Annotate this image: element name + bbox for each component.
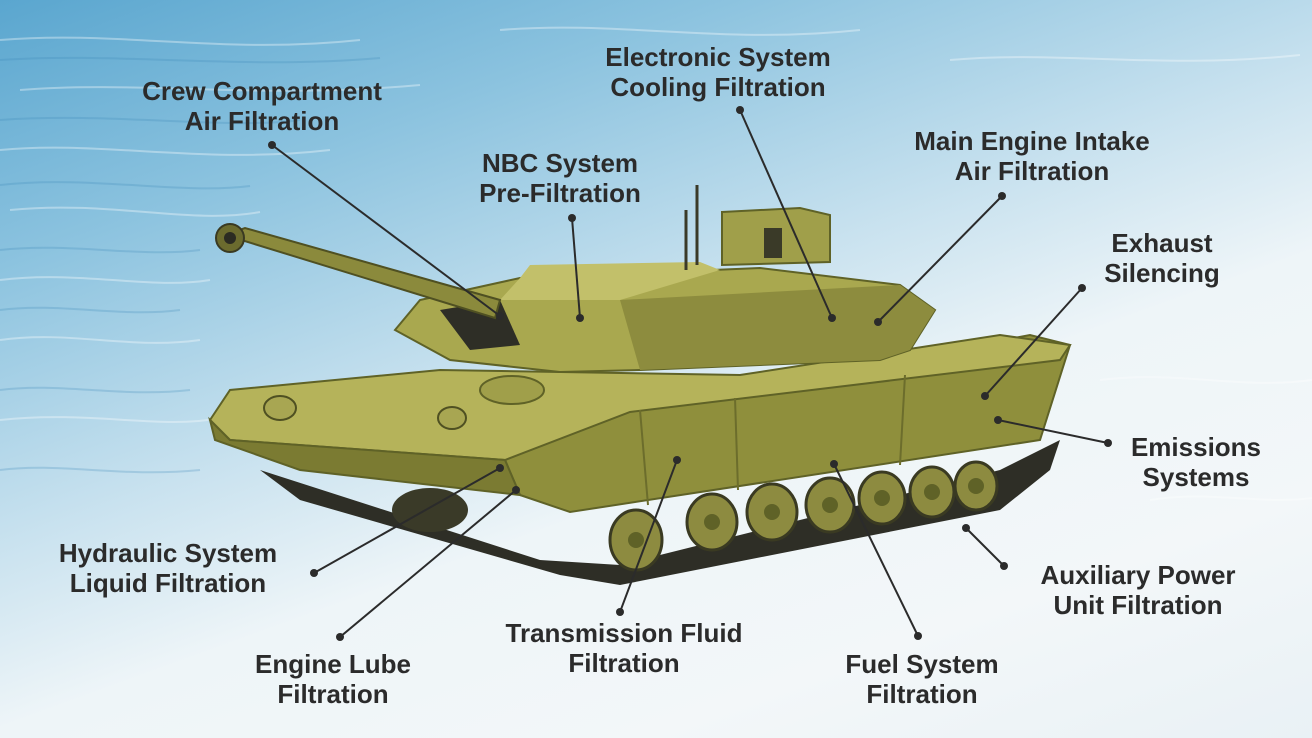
turret-side bbox=[620, 285, 935, 370]
gun-barrel bbox=[221, 226, 502, 320]
label-line: Filtration bbox=[277, 679, 389, 709]
label-line: Electronic System bbox=[605, 42, 831, 72]
driver-hatch bbox=[479, 375, 545, 405]
label-line: Main Engine Intake bbox=[914, 126, 1150, 156]
label-line: Pre-Filtration bbox=[479, 178, 641, 208]
label-fuel-system: Fuel System Filtration bbox=[818, 649, 1026, 709]
label-line: Engine Lube bbox=[255, 649, 411, 679]
label-hydraulic: Hydraulic System Liquid Filtration bbox=[26, 538, 310, 598]
label-main-engine: Main Engine Intake Air Filtration bbox=[876, 126, 1188, 186]
label-transmission: Transmission Fluid Filtration bbox=[474, 618, 774, 678]
label-line: Hydraulic System bbox=[58, 538, 278, 568]
label-line: Exhaust bbox=[1111, 228, 1213, 258]
label-line: Silencing bbox=[1104, 258, 1220, 288]
label-line: Crew Compartment bbox=[142, 76, 382, 106]
headlights bbox=[263, 395, 467, 430]
label-line: Systems bbox=[1142, 462, 1250, 492]
label-line: Filtration bbox=[866, 679, 978, 709]
label-line: Fuel System bbox=[845, 649, 999, 679]
label-line: Liquid Filtration bbox=[69, 568, 267, 598]
label-crew-compartment: Crew Compartment Air Filtration bbox=[110, 76, 414, 136]
label-line: Transmission Fluid bbox=[505, 618, 743, 648]
idler-wheel bbox=[392, 488, 468, 532]
label-line: Air Filtration bbox=[954, 156, 1110, 186]
label-line: Unit Filtration bbox=[1053, 590, 1223, 620]
label-exhaust: Exhaust Silencing bbox=[1082, 228, 1242, 288]
label-line: Cooling Filtration bbox=[610, 72, 826, 102]
label-electronic-system: Electronic System Cooling Filtration bbox=[570, 42, 866, 102]
label-line: Filtration bbox=[568, 648, 680, 678]
label-line: Auxiliary Power bbox=[1040, 560, 1236, 590]
label-emissions: Emissions Systems bbox=[1110, 432, 1282, 492]
label-auxiliary: Auxiliary Power Unit Filtration bbox=[1010, 560, 1266, 620]
label-nbc-system: NBC System Pre-Filtration bbox=[452, 148, 668, 208]
turret-top bbox=[500, 262, 720, 300]
label-line: Emissions bbox=[1130, 432, 1262, 462]
label-line: Air Filtration bbox=[184, 106, 340, 136]
label-line: NBC System bbox=[481, 148, 639, 178]
label-engine-lube: Engine Lube Filtration bbox=[230, 649, 436, 709]
